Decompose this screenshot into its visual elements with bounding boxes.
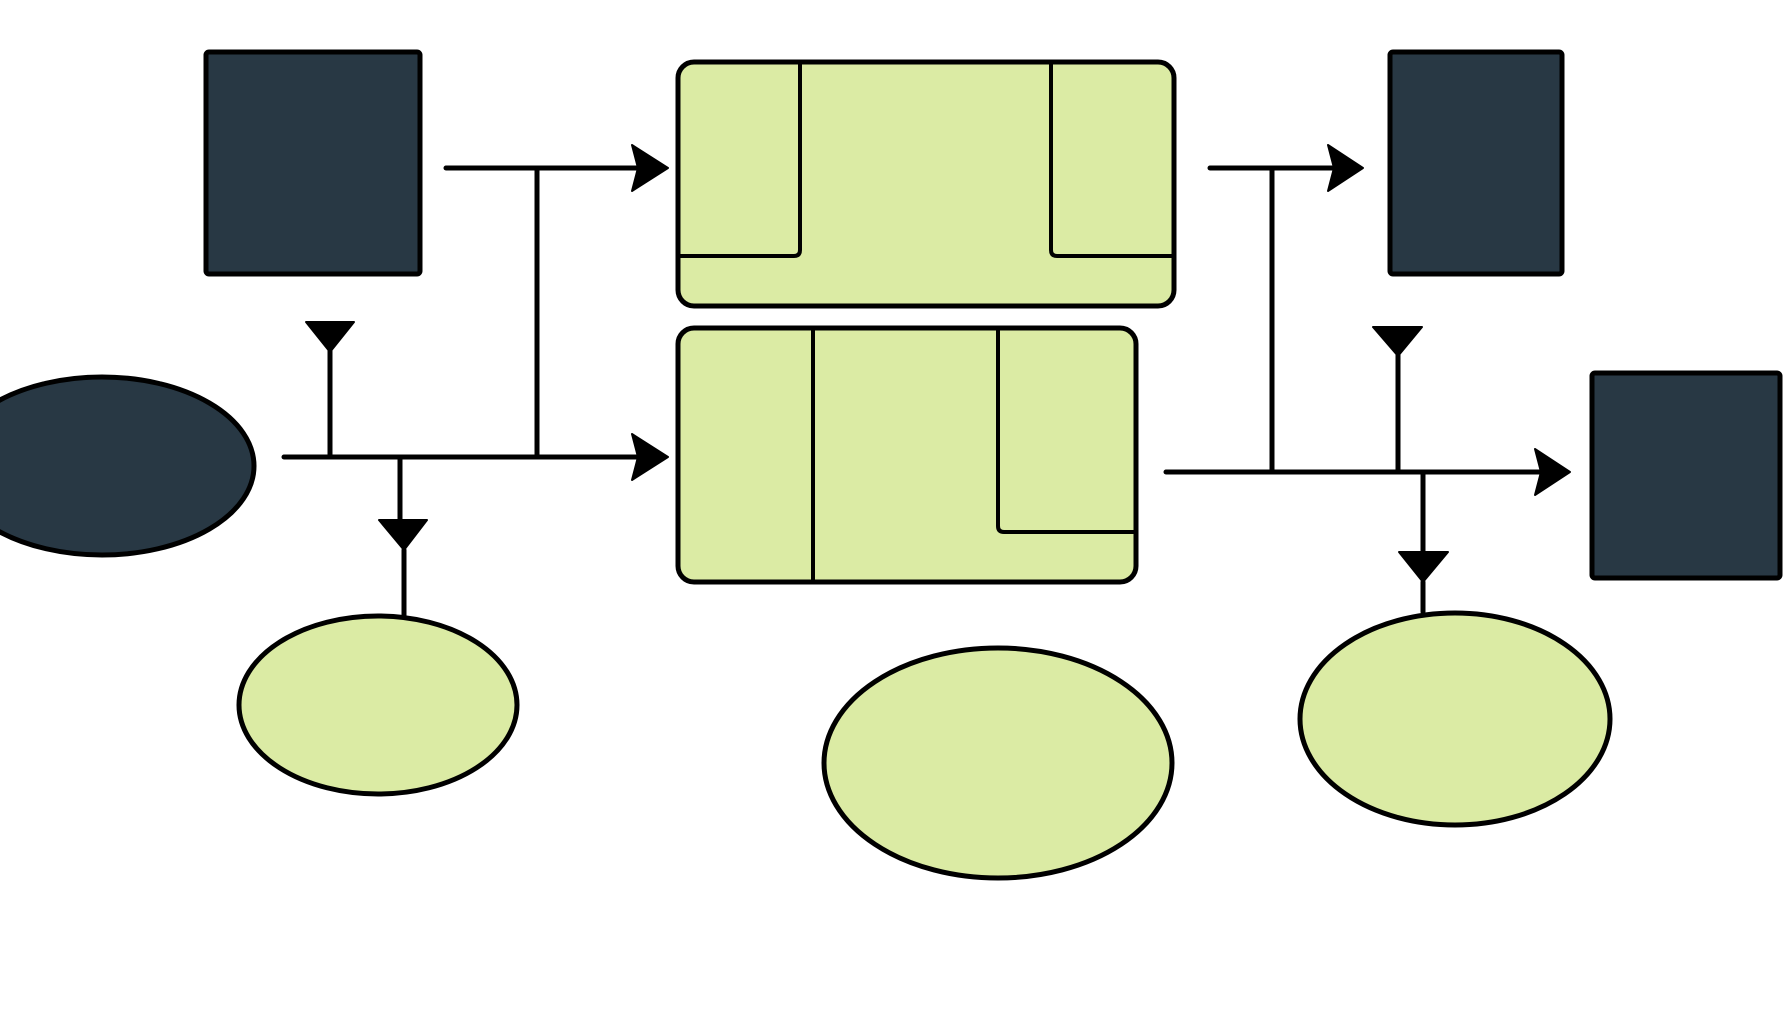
arrowhead-up <box>305 321 355 353</box>
green-ellipse-left <box>236 613 520 797</box>
dark-square-top-left <box>203 49 423 277</box>
arrowhead-up <box>1372 326 1423 357</box>
arrowhead-down <box>1398 551 1449 583</box>
arrowhead-down <box>378 519 428 551</box>
arrowhead-right <box>1534 448 1571 496</box>
green-panel-middle <box>675 325 1139 585</box>
arrowhead-right <box>631 144 669 192</box>
connector-left-group <box>281 144 669 619</box>
green-panel-top <box>675 59 1177 309</box>
dark-square-right <box>1589 370 1783 581</box>
connector-right-group <box>1163 144 1571 615</box>
arrowhead-right <box>1327 144 1364 192</box>
arrowhead-right <box>631 433 669 481</box>
green-ellipse-right <box>1297 610 1613 828</box>
dark-square-top-right <box>1387 49 1565 277</box>
green-ellipse-center <box>821 645 1175 881</box>
dark-ellipse-left <box>0 374 257 558</box>
